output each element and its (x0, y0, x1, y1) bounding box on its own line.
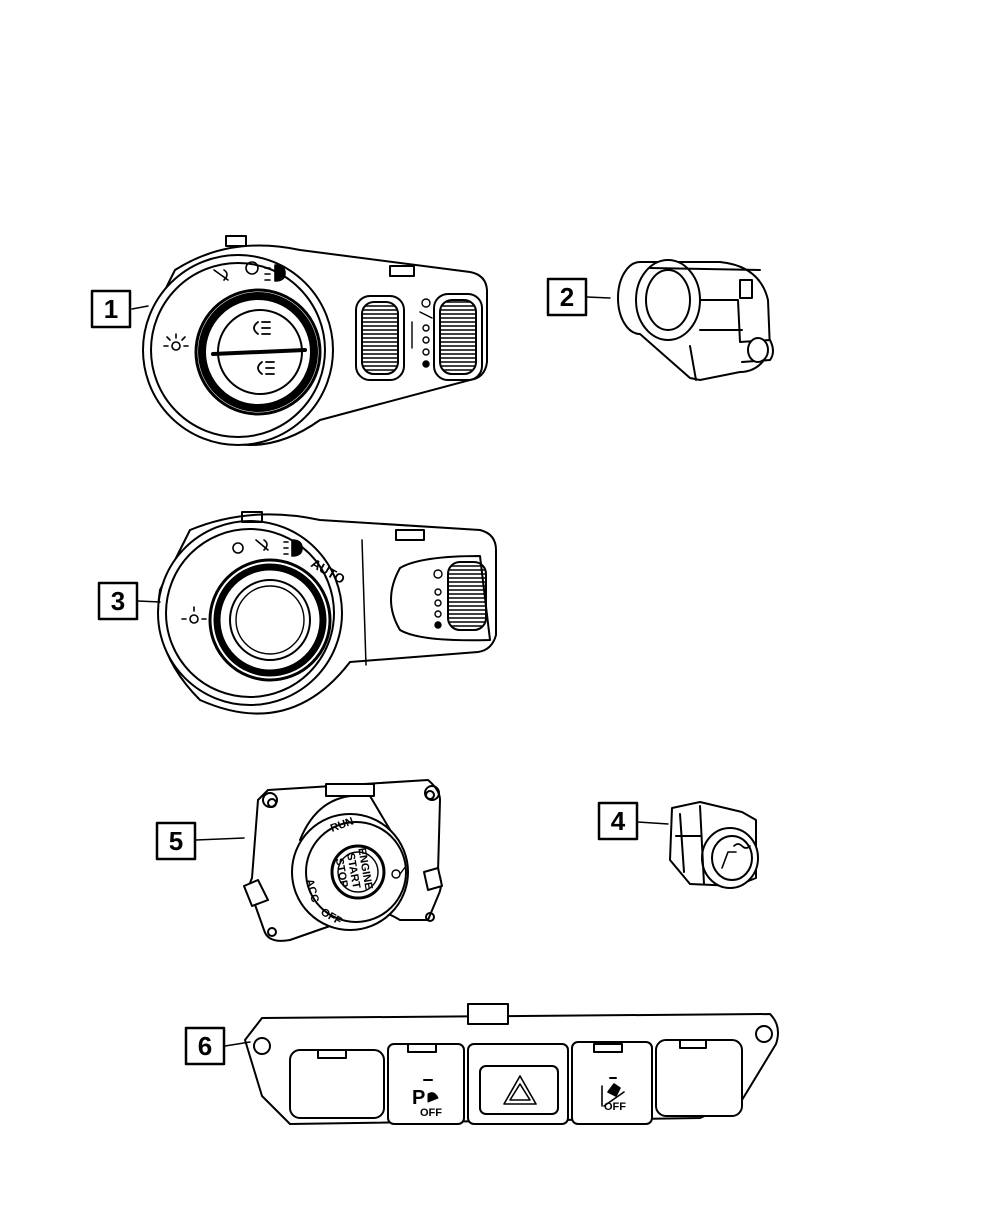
key-icon (391, 865, 407, 879)
callout-6-label: 6 (198, 1031, 212, 1061)
dimmer-wheel-left (361, 301, 399, 375)
part-3-headlamp-switch-auto: AUTO (157, 511, 497, 715)
seat-heater-icon (721, 843, 751, 869)
part-5-ignition-switch: ENGINE START STOP RUN ACC OFF (243, 779, 443, 942)
callout-3: 3 (97, 581, 161, 621)
fog-light-rear-icon (257, 361, 275, 375)
part-1-headlamp-switch (142, 235, 488, 446)
switch-hazard (467, 1043, 569, 1125)
callout-5: 5 (155, 821, 245, 861)
dimmer-scale (433, 569, 443, 629)
acc-label: ACC (303, 878, 321, 904)
dimmer-wheel-right (439, 299, 477, 375)
callout-1: 1 (90, 289, 149, 329)
callout-3-label: 3 (111, 586, 125, 616)
parking-light-icon (213, 269, 229, 281)
park-assist-off-label: OFF (420, 1107, 442, 1119)
callout-4-label: 4 (611, 806, 626, 836)
off-position-icon (232, 542, 244, 554)
callout-4: 4 (597, 801, 669, 841)
fog-light-front-icon (253, 321, 271, 335)
hazard-icon (503, 1075, 537, 1105)
dimmer-scale (411, 298, 433, 368)
headlight-icon (283, 539, 303, 557)
switch-hill-descent (571, 1041, 653, 1125)
headlight-icon (264, 264, 286, 282)
callout-5-label: 5 (169, 826, 183, 856)
hill-descent-off-label: OFF (604, 1101, 626, 1113)
stop-label: STOP (333, 857, 350, 888)
part-6-switch-bank: P OFF OFF (244, 1003, 779, 1125)
part-4-push-switch (669, 801, 759, 889)
dimmer-wheel (447, 561, 487, 631)
part-2-switch (617, 259, 774, 381)
switch-blank-left (289, 1049, 385, 1119)
callout-6: 6 (184, 1026, 251, 1066)
hill-descent-icon (601, 1083, 625, 1107)
callout-2-label: 2 (560, 282, 574, 312)
parking-light-icon (255, 539, 269, 551)
dome-light-icon (163, 333, 189, 351)
park-assist-icon: P (412, 1087, 439, 1109)
off-position-icon (245, 261, 259, 275)
callout-2: 2 (546, 277, 611, 317)
callout-1-label: 1 (104, 294, 118, 324)
switch-blank-right (655, 1039, 743, 1117)
dome-light-icon (181, 606, 207, 624)
svg-text:P: P (412, 1087, 425, 1109)
